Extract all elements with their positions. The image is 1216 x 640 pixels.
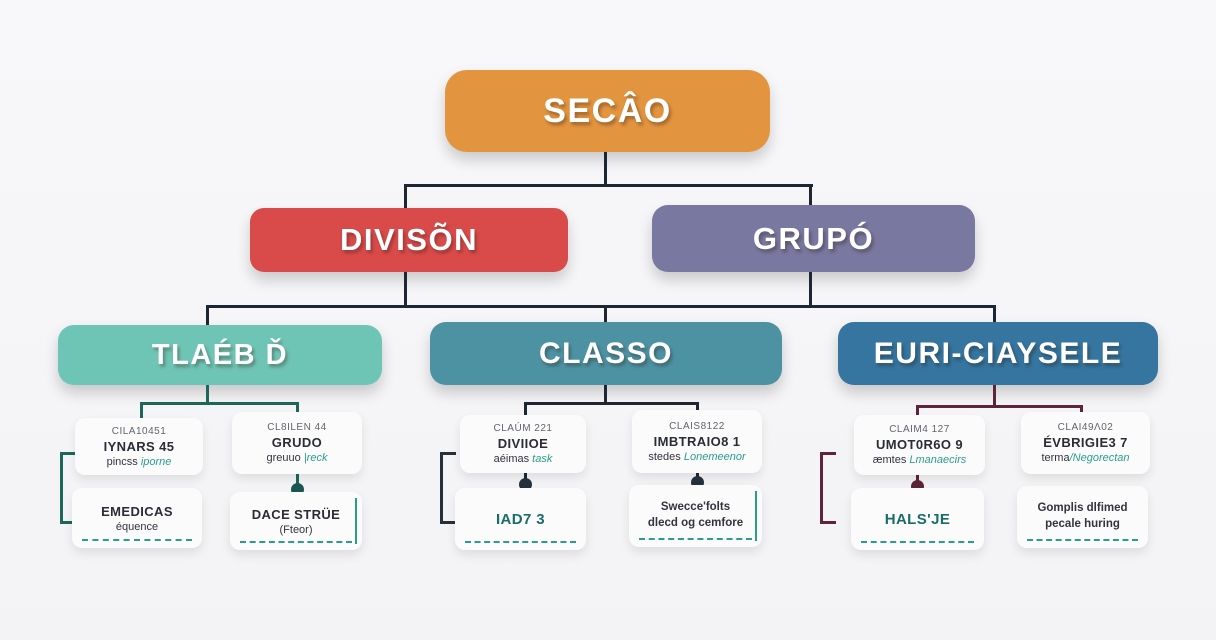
dashed-underline: [465, 541, 576, 543]
leaf-text-line1: Gomplis dlfimed: [1037, 502, 1128, 515]
connector-mid-drop-b: [696, 402, 699, 410]
leaf-eyebrow: CL8ILEN 44: [267, 422, 327, 433]
leaf-title: IMBTRAIO8 1: [653, 433, 741, 449]
leaf-title: DIVIIOE: [497, 436, 549, 451]
leaf-sub-accent: iporne: [140, 455, 172, 468]
node-classo: CLASSO: [430, 322, 782, 385]
leaf-sub-text: greuuo: [266, 452, 304, 464]
connector-mid-rail: [524, 402, 699, 405]
leaf-eyebrow: CLAIM4 127: [889, 424, 950, 435]
leaf-eyebrow: CILA10451: [111, 425, 167, 437]
leaf-mid-a-bottom: IAD7 3: [455, 488, 586, 550]
connector-to-euri: [993, 305, 996, 322]
node-secao: SECÂO: [445, 70, 770, 152]
leaf-sub-text: stedes: [648, 450, 684, 463]
leaf-title: GRUDO: [271, 435, 323, 450]
leaf-title: DACE STRÜE: [251, 506, 341, 522]
leaf-eyebrow: CLAÚM 221: [493, 423, 553, 434]
leaf-subtitle: æmtes Lmanaecirs: [873, 454, 967, 466]
leaf-title: EMEDICAS: [101, 503, 173, 519]
leaf-left-a-top: CILA10451 IYNARS 45 pincss iporne: [75, 418, 203, 475]
leaf-mid-b-top: CLAIS8122 IMBTRAIO8 1 stedes Lonemeenor: [632, 410, 762, 473]
dashed-underline: [861, 541, 974, 543]
connector-tlaeb-down: [206, 385, 209, 402]
connector-grupo-down: [809, 272, 812, 305]
leaf-left-b-top: CL8ILEN 44 GRUDO greuuo |reck: [232, 412, 362, 474]
node-division: DIVISÕN: [250, 208, 568, 272]
connector-right-rail: [916, 405, 1083, 408]
dashed-underline: [82, 539, 192, 541]
leaf-sub-text: pincss: [106, 455, 141, 468]
connector-left-rail: [140, 402, 299, 405]
leaf-subtitle: greuuo |reck: [267, 452, 328, 464]
leaf-title: ÉVBRIGIE3 7: [1043, 435, 1128, 450]
connector-rail-2: [206, 305, 996, 308]
leaf-mid-b-bottom: Swecce'folts dlecd og cemfore: [629, 485, 762, 547]
connector-division-down: [404, 272, 407, 305]
connector-classo-down: [604, 385, 607, 402]
teal-edge-line: [755, 491, 757, 541]
dashed-underline: [240, 541, 352, 543]
leaf-subtitle: aéimas task: [494, 453, 553, 465]
connector-to-grupo: [809, 184, 812, 205]
leaf-eyebrow: CLAI49Λ02: [1057, 422, 1114, 433]
leaf-subtitle: pincss iporne: [107, 456, 172, 468]
leaf-title: IYNARS 45: [103, 438, 175, 454]
leaf-text-line1: Swecce'folts: [660, 501, 731, 514]
leaf-eyebrow: CLAIS8122: [669, 420, 725, 432]
bracket-right-column: [820, 452, 836, 524]
leaf-subtitle: (Fteor): [279, 523, 313, 536]
leaf-sub-accent: Lonemeenor: [683, 450, 746, 463]
connector-to-tlaeb: [206, 305, 209, 325]
leaf-sub-accent: /Negorectan: [1069, 452, 1130, 464]
leaf-text-line2: pecale huring: [1045, 518, 1120, 530]
connector-left-drop-a: [140, 402, 143, 418]
leaf-sub-text: terma: [1041, 452, 1070, 464]
leaf-right-b-top: CLAI49Λ02 ÉVBRIGIE3 7 terma/Negorectan: [1021, 412, 1150, 474]
connector-rail-1: [404, 184, 813, 187]
connector-right-drop-a: [916, 405, 919, 415]
leaf-right-a-bottom: HALS'JE: [851, 488, 984, 550]
leaf-text-lines: Swecce'folts dlecd og cemfore: [648, 500, 743, 531]
connector-mid-drop-a: [524, 402, 527, 415]
leaf-right-a-top: CLAIM4 127 UMOT0R6O 9 æmtes Lmanaecirs: [854, 415, 985, 475]
leaf-sub-text: aéimas: [493, 453, 533, 465]
leaf-title: UMOT0R6O 9: [875, 437, 964, 452]
leaf-mid-a-top: CLAÚM 221 DIVIIOE aéimas task: [460, 415, 586, 473]
leaf-title: HALS'JE: [884, 510, 951, 528]
bracket-left-column: [60, 452, 76, 524]
connector-euri-down: [993, 385, 996, 405]
node-tlaeb: TLAÉB Ď: [58, 325, 382, 385]
leaf-text-lines: Gomplis dlfimed pecale huring: [1037, 501, 1127, 532]
connector-to-classo: [604, 305, 607, 322]
leaf-left-a-bottom: EMEDICAS équence: [72, 488, 202, 548]
dot-mid-a: [519, 478, 532, 491]
dashed-underline: [639, 538, 752, 540]
leaf-subtitle: équence: [115, 520, 159, 533]
leaf-left-b-bottom: DACE STRÜE (Fteor): [230, 492, 362, 550]
connector-left-drop-b: [296, 402, 299, 412]
leaf-sub-accent: Lmanaecirs: [909, 454, 967, 466]
connector-secao-down: [604, 152, 607, 184]
teal-edge-line: [355, 498, 357, 544]
leaf-text-line2: dlecd og cemfore: [647, 517, 744, 529]
leaf-sub-accent: task: [532, 453, 553, 465]
node-euri: EURI-CIAYSELE: [838, 322, 1158, 385]
leaf-subtitle: terma/Negorectan: [1041, 452, 1129, 464]
leaf-sub-text: æmtes: [872, 454, 910, 466]
leaf-title: IAD7 3: [495, 510, 546, 528]
bracket-mid-column: [440, 452, 456, 524]
leaf-sub-accent: |reck: [303, 452, 328, 464]
connector-right-drop-b: [1080, 405, 1083, 412]
leaf-subtitle: stedes Lonemeenor: [648, 451, 745, 463]
leaf-right-b-bottom: Gomplis dlfimed pecale huring: [1017, 486, 1148, 548]
node-grupo: GRUPÓ: [652, 205, 975, 272]
dashed-underline: [1027, 539, 1138, 541]
connector-to-division: [404, 184, 407, 208]
